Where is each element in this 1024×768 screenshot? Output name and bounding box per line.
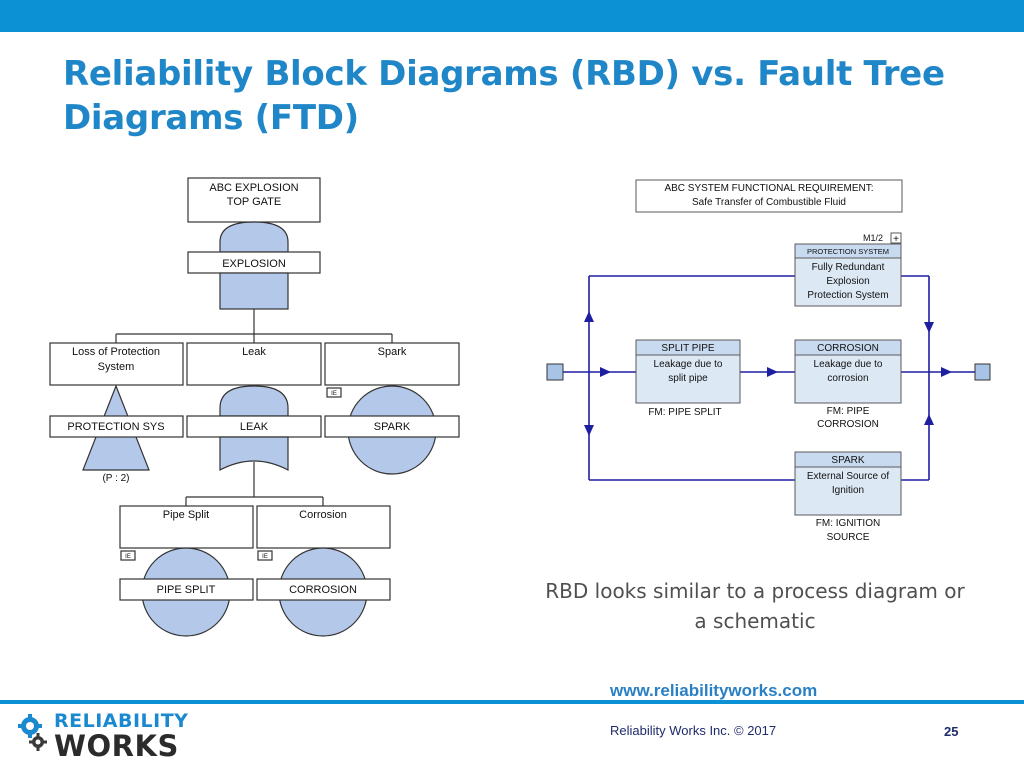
arrow-right-icon (767, 367, 778, 377)
protection-sys-label-box (49, 415, 184, 438)
leak-gate-label: LEAK (240, 421, 269, 433)
protection-m-label: M1/2 (863, 233, 883, 243)
pipe-split-label: PIPE SPLIT (157, 584, 216, 596)
protection-block-body (794, 257, 902, 307)
corrosion-ie-marker (257, 550, 273, 561)
split-pipe-block-title: SPLIT PIPE (661, 343, 715, 354)
leak-box (186, 342, 322, 386)
spark-label: SPARK (374, 421, 411, 433)
rbd-caption-line-1: RBD looks similar to a process diagram o… (545, 579, 965, 603)
corrosion-line-2: corrosion (827, 373, 868, 384)
logo-text-reliability: RELIABILITY (54, 710, 189, 732)
reliability-block-diagram: ABC SYSTEM FUNCTIONAL REQUIREMENT: Safe … (546, 179, 991, 543)
or-gate-body-leak (219, 436, 289, 471)
arrow-down-icon (924, 322, 934, 333)
arrow-right-icon (941, 367, 952, 377)
split-pipe-line-1: Leakage due to (654, 359, 723, 370)
reliability-works-logo: RELIABILITY WORKS (16, 708, 216, 764)
spark-description: Spark (378, 346, 407, 358)
rbd-caption: RBD looks similar to a process diagram o… (520, 576, 990, 636)
protection-sys-label: PROTECTION SYS (67, 421, 164, 433)
spark-line-2: Ignition (832, 485, 864, 496)
corrosion-failure-mode-2: CORROSION (817, 419, 879, 430)
or-gate-symbol-explosion (219, 221, 289, 253)
split-pipe-line-2: split pipe (668, 373, 708, 384)
bottom-accent-line (0, 700, 1024, 704)
corrosion-ie-marker-text: IE (262, 554, 268, 560)
rbd-caption-line-2: a schematic (694, 609, 816, 633)
pipe-split-description: Pipe Split (163, 509, 209, 521)
or-gate-symbol-leak (219, 385, 289, 417)
loss-of-protection-line-1: Loss of Protection (72, 346, 160, 358)
spark-ie-marker-text: IE (331, 391, 337, 397)
protection-line-2: Explosion (826, 276, 869, 287)
rbd-requirement-box (635, 179, 903, 213)
rbd-requirement-line-1: ABC SYSTEM FUNCTIONAL REQUIREMENT: (664, 183, 873, 194)
corrosion-label-box (256, 578, 391, 601)
corrosion-block-title: CORROSION (817, 343, 879, 354)
leak-description: Leak (242, 346, 266, 358)
expand-plus-glyph: + (893, 234, 899, 245)
top-accent-bar (0, 0, 1024, 32)
pipe-split-ie-marker-text: IE (125, 554, 131, 560)
spark-label-box (324, 415, 460, 438)
protection-block-title: PROTECTION SYSTEM (807, 247, 889, 256)
spark-line-1: External Source of (807, 471, 889, 482)
corrosion-label: CORROSION (289, 584, 357, 596)
split-pipe-failure-mode: FM: PIPE SPLIT (648, 407, 721, 418)
corrosion-description: Corrosion (299, 509, 347, 521)
logo-text-works: WORKS (54, 729, 179, 763)
spark-block-body (794, 466, 902, 516)
website-url[interactable]: www.reliabilityworks.com (610, 681, 818, 700)
protection-line-3: Protection System (807, 290, 888, 301)
top-event-box (187, 177, 321, 223)
pipe-split-ie-marker (120, 550, 136, 561)
arrow-up-icon (924, 414, 934, 425)
gear-icon (18, 714, 47, 751)
spark-ie-marker (326, 387, 342, 398)
page-number: 25 (944, 724, 959, 739)
corrosion-line-1: Leakage due to (814, 359, 883, 370)
split-pipe-block-body (635, 354, 741, 404)
loss-of-protection-line-2: System (98, 361, 135, 373)
arrow-down-icon (584, 425, 594, 436)
slide-title: Reliability Block Diagrams (RBD) vs. Fau… (63, 52, 963, 140)
expand-plus-icon[interactable] (890, 232, 902, 244)
footer-company: Reliability Works Inc. © 2017 (610, 723, 777, 738)
loss-of-protection-box (49, 342, 184, 386)
top-event-line-2: TOP GATE (227, 196, 281, 208)
transfer-annotation: (P : 2) (102, 473, 129, 484)
explosion-gate-label: EXPLOSION (222, 258, 286, 270)
fault-tree-diagram: ABC EXPLOSION TOP GATE EXPLOSION Loss of… (49, 177, 460, 637)
pipe-split-box (119, 505, 254, 549)
spark-failure-mode-1: FM: IGNITION (816, 518, 880, 529)
arrow-right-icon (600, 367, 611, 377)
rbd-requirement-line-2: Safe Transfer of Combustible Fluid (692, 197, 846, 208)
corrosion-block-body (794, 354, 902, 404)
spark-box (324, 342, 460, 386)
protection-line-1: Fully Redundant (812, 262, 885, 273)
arrow-up-icon (584, 311, 594, 322)
spark-block-title: SPARK (831, 455, 864, 466)
corrosion-failure-mode-1: FM: PIPE (827, 406, 870, 417)
top-event-line-1: ABC EXPLOSION (209, 182, 298, 194)
corrosion-box (256, 505, 391, 549)
slide-title-line-1: Reliability Block Diagrams (RBD) vs. Fau… (63, 54, 945, 94)
pipe-split-label-box (119, 578, 254, 601)
explosion-gate-body (219, 272, 289, 310)
rbd-output-port (974, 363, 991, 381)
slide-title-line-2: Diagrams (FTD) (63, 98, 359, 138)
rbd-input-port (546, 363, 564, 381)
spark-failure-mode-2: SOURCE (827, 532, 870, 543)
